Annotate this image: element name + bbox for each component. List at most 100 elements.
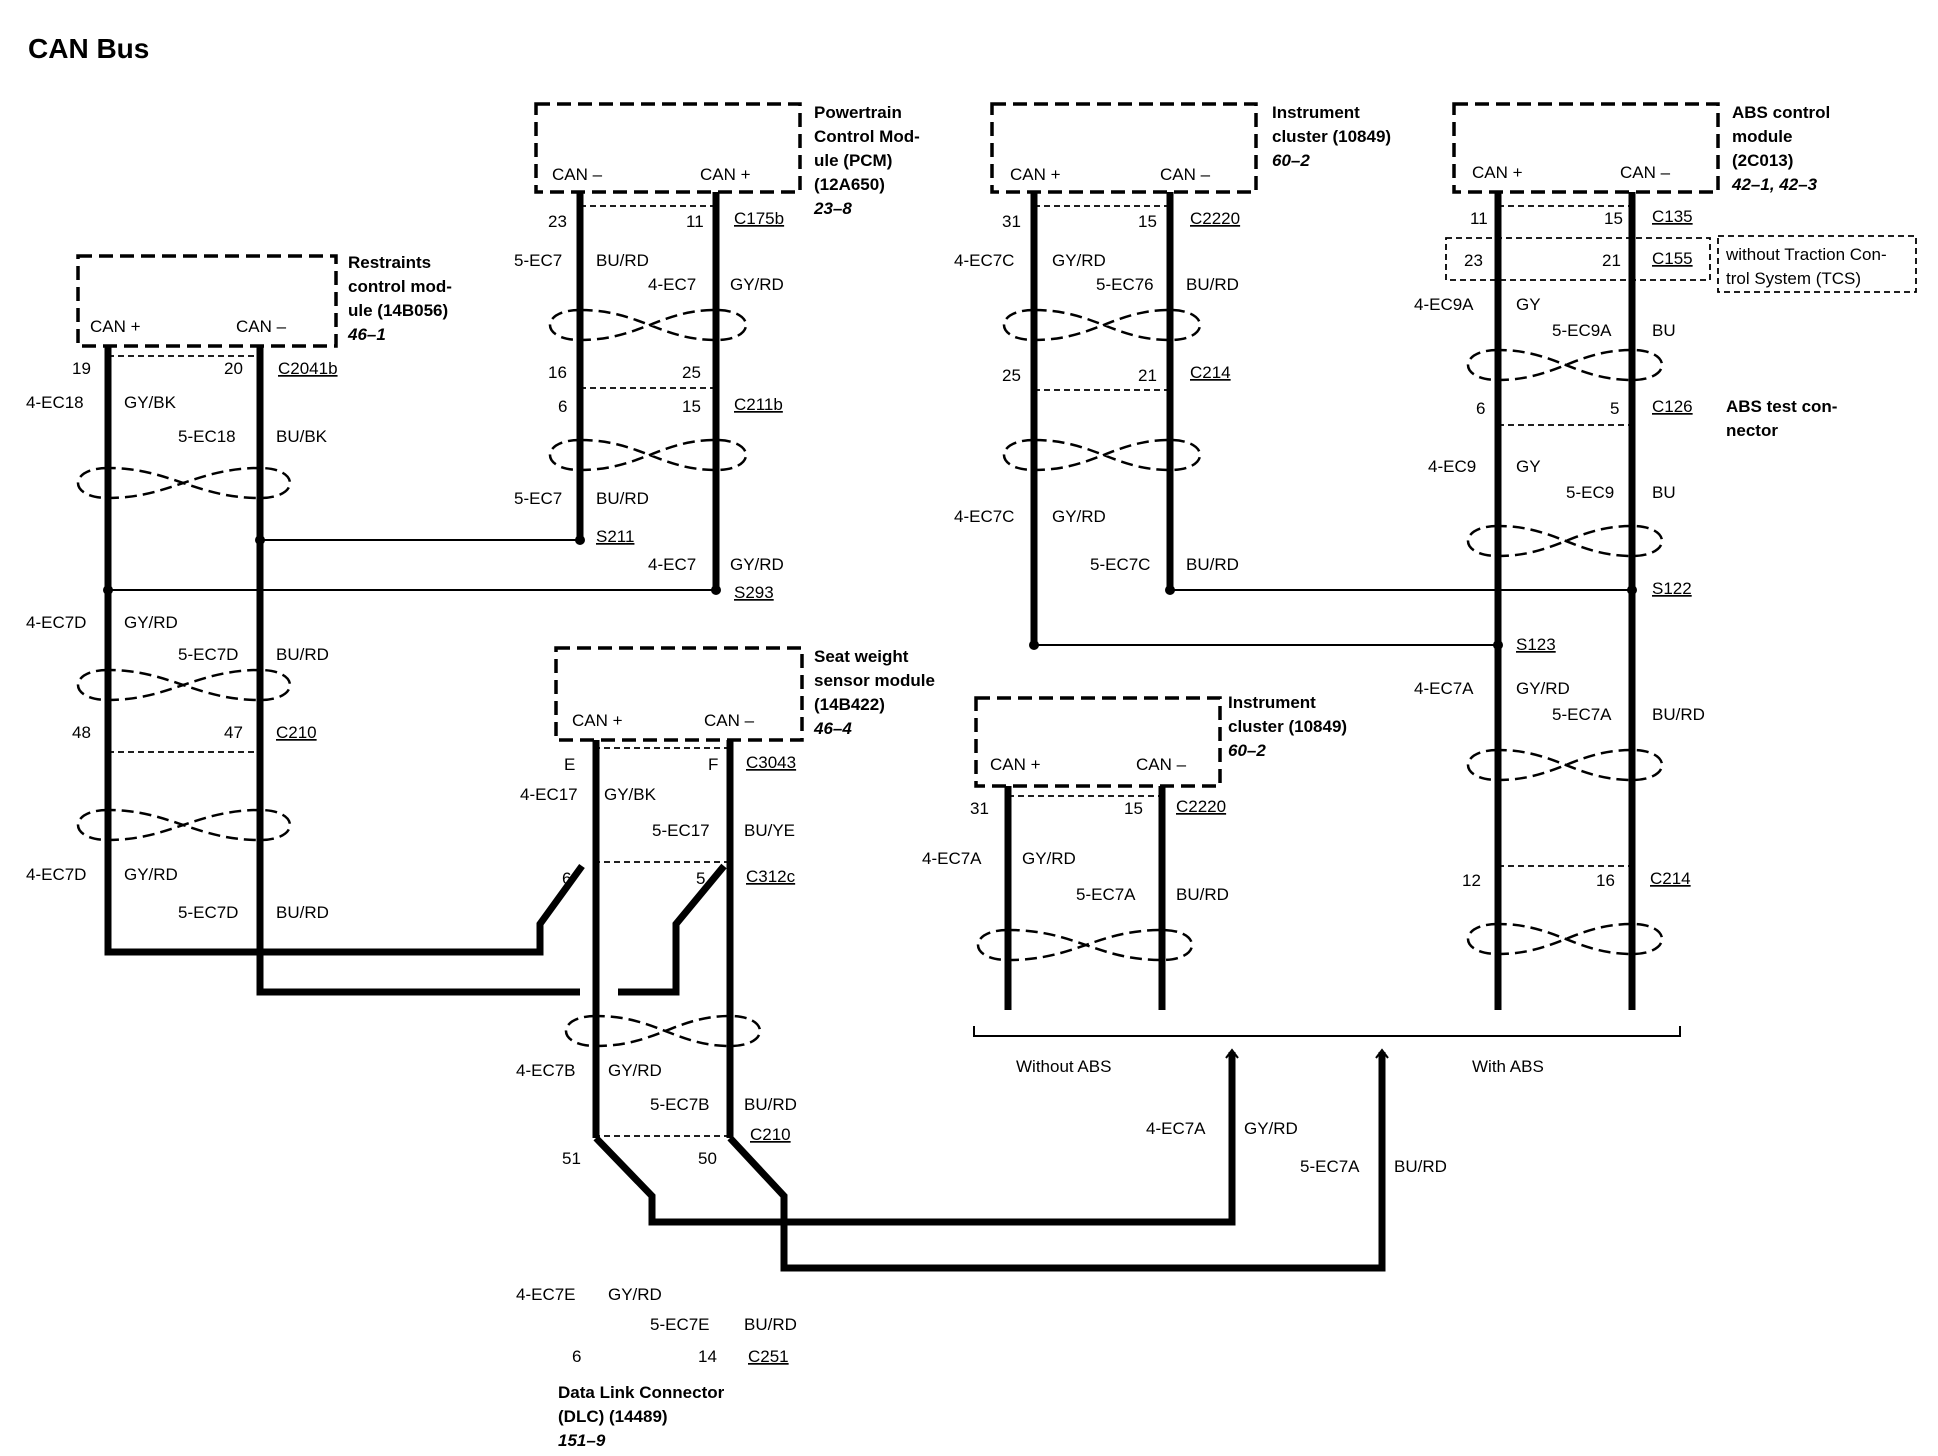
instrument-cluster-bottom-box bbox=[974, 696, 1222, 788]
abs-side-w1: 4-EC9A bbox=[1414, 295, 1474, 314]
abs-side-with: With ABS bbox=[1472, 1057, 1544, 1076]
sw-side-w5c: GY/RD bbox=[608, 1285, 662, 1304]
pcm-side-w4: 4-EC7 bbox=[648, 555, 696, 574]
abs-side-p15: 15 bbox=[1604, 209, 1623, 228]
sw-side-w2: 5-EC17 bbox=[652, 821, 710, 840]
ic-side-w4c: BU/RD bbox=[1186, 555, 1239, 574]
modules-dlc-l1: Data Link Connector bbox=[558, 1383, 725, 1402]
modules-ic-top-pinA: CAN + bbox=[1010, 165, 1061, 184]
modules-pcm-l3: ule (PCM) bbox=[814, 151, 892, 170]
sw-side-w1: 4-EC17 bbox=[520, 785, 578, 804]
modules-ic-bot-pinA: CAN + bbox=[990, 755, 1041, 774]
abs-module-box bbox=[1452, 102, 1720, 194]
sw-side-w4: 5-EC7B bbox=[650, 1095, 710, 1114]
pcm-side-w2: 4-EC7 bbox=[648, 275, 696, 294]
modules-ic-bot-l2: cluster (10849) bbox=[1228, 717, 1347, 736]
seat-weight-module-box bbox=[554, 646, 804, 742]
abs-side-p16: 16 bbox=[1596, 871, 1615, 890]
sw-side-pF: F bbox=[708, 755, 718, 774]
modules-swsm-pinA: CAN + bbox=[572, 711, 623, 730]
modules-ic-top-l1: Instrument bbox=[1272, 103, 1360, 122]
modules-dlc-l2: (DLC) (14489) bbox=[558, 1407, 668, 1426]
rcm-side-w6: 5-EC7D bbox=[178, 903, 238, 922]
instrument-cluster-bottom: CAN + CAN – Instrument cluster (10849) 6… bbox=[990, 693, 1347, 774]
sw-side-p6: 6 bbox=[562, 869, 571, 888]
abs-side-tcs1: without Traction Con- bbox=[1725, 245, 1887, 264]
abs-side-w2c: BU bbox=[1652, 321, 1676, 340]
sw-side-c251: C251 bbox=[748, 1347, 789, 1366]
abs-side-w5: 4-EC7A bbox=[1414, 679, 1474, 698]
sw-side-w2c: BU/YE bbox=[744, 821, 795, 840]
pcm-side-p25: 25 bbox=[682, 363, 701, 382]
sw-side-c312c: C312c bbox=[746, 867, 796, 886]
sw-side-p51: 51 bbox=[562, 1149, 581, 1168]
modules-rcm-pinB: CAN – bbox=[236, 317, 287, 336]
rcm-side-c2041b: C2041b bbox=[278, 359, 338, 378]
icb-side-w1c: GY/RD bbox=[1022, 849, 1076, 868]
modules-dlc-ref: 151–9 bbox=[558, 1431, 606, 1450]
tcs-connector-box bbox=[1445, 237, 1711, 281]
pcm-side-w2c: GY/RD bbox=[730, 275, 784, 294]
pcm-side-s211: S211 bbox=[596, 527, 634, 546]
ic-side-w3: 4-EC7C bbox=[954, 507, 1014, 526]
modules-rcm-l2: control mod- bbox=[348, 277, 452, 296]
pcm-side-p23: 23 bbox=[548, 212, 567, 231]
modules-abs-ref: 42–1, 42–3 bbox=[1731, 175, 1818, 194]
sw-side-w5: 4-EC7E bbox=[516, 1285, 576, 1304]
sw-side-c3043: C3043 bbox=[746, 753, 796, 772]
abs-side-s123: S123 bbox=[1516, 635, 1556, 654]
rcm-side-w6c: BU/RD bbox=[276, 903, 329, 922]
rcm-side-w4c: BU/RD bbox=[276, 645, 329, 664]
rcm-side-w2c: BU/BK bbox=[276, 427, 328, 446]
pcm-side-w1: 5-EC7 bbox=[514, 251, 562, 270]
modules-swsm-l2: sensor module bbox=[814, 671, 935, 690]
modules-abs-pinA: CAN + bbox=[1472, 163, 1523, 182]
icb-side-p15: 15 bbox=[1124, 799, 1143, 818]
pcm-side-c175b: C175b bbox=[734, 209, 784, 228]
ic-side-p21: 21 bbox=[1138, 366, 1157, 385]
pcm-side-p16: 16 bbox=[548, 363, 567, 382]
abs-side-c155: C155 bbox=[1652, 249, 1693, 268]
rcm-side-p47: 47 bbox=[224, 723, 243, 742]
pcm-side-c211b: C211b bbox=[734, 395, 783, 414]
abs-module: CAN + CAN – ABS control module (2C013) 4… bbox=[1472, 103, 1830, 194]
abs-side-w6c: BU/RD bbox=[1652, 705, 1705, 724]
icb-side-w3: 4-EC7A bbox=[1146, 1119, 1206, 1138]
rcm-side-w5c: GY/RD bbox=[124, 865, 178, 884]
ic-side-p31: 31 bbox=[1002, 212, 1021, 231]
icb-side-w3c: GY/RD bbox=[1244, 1119, 1298, 1138]
abs-side-p5: 5 bbox=[1610, 399, 1619, 418]
sw-side-p50: 50 bbox=[698, 1149, 717, 1168]
modules-swsm-ref: 46–4 bbox=[813, 719, 852, 738]
modules-pcm-l4: (12A650) bbox=[814, 175, 885, 194]
rcm-side-w3: 4-EC7D bbox=[26, 613, 86, 632]
abs-side-s122: S122 bbox=[1652, 579, 1692, 598]
ic-side-p15: 15 bbox=[1138, 212, 1157, 231]
pcm-side-w1c: BU/RD bbox=[596, 251, 649, 270]
modules-ic-bot-l1: Instrument bbox=[1228, 693, 1316, 712]
sw-side-w6: 5-EC7E bbox=[650, 1315, 710, 1334]
pcm-side-p15: 15 bbox=[682, 397, 701, 416]
icb-side-w2c: BU/RD bbox=[1176, 885, 1229, 904]
rcm-side-w1: 4-EC18 bbox=[26, 393, 84, 412]
modules-rcm-ref: 46–1 bbox=[347, 325, 386, 344]
ic-side-w2: 5-EC76 bbox=[1096, 275, 1154, 294]
abs-side-tc1: ABS test con- bbox=[1726, 397, 1837, 416]
pcm-module: CAN – CAN + Powertrain Control Mod- ule … bbox=[552, 103, 920, 218]
modules-pcm-ref: 23–8 bbox=[813, 199, 852, 218]
abs-side-w1c: GY bbox=[1516, 295, 1541, 314]
pcm-side-s293: S293 bbox=[734, 583, 774, 602]
abs-side-c135: C135 bbox=[1652, 207, 1693, 226]
rcm-side-c210: C210 bbox=[276, 723, 317, 742]
icb-side-w2: 5-EC7A bbox=[1076, 885, 1136, 904]
sw-side-c210: C210 bbox=[750, 1125, 791, 1144]
abs-side-w5c: GY/RD bbox=[1516, 679, 1570, 698]
rcm-side-w2: 5-EC18 bbox=[178, 427, 236, 446]
pcm-side-w4c: GY/RD bbox=[730, 555, 784, 574]
icb-side-w4c: BU/RD bbox=[1394, 1157, 1447, 1176]
pcm-can-minus: CAN – bbox=[552, 165, 603, 184]
icb-side-w1: 4-EC7A bbox=[922, 849, 982, 868]
abs-side-w6: 5-EC7A bbox=[1552, 705, 1612, 724]
modules-ic-top-ref: 60–2 bbox=[1272, 151, 1310, 170]
